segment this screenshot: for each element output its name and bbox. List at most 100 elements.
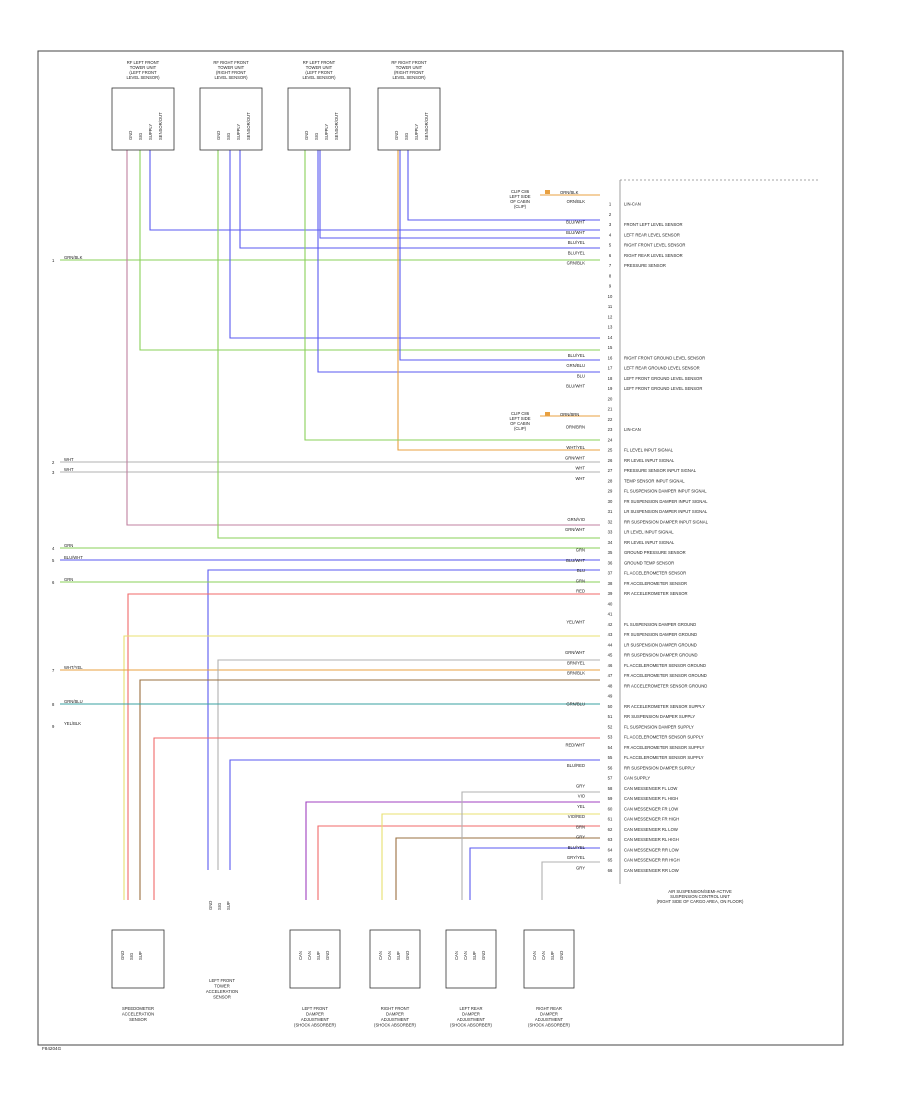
- pin-function: FR SUSPENSION DAMPER GROUND: [624, 632, 697, 637]
- sensor-box: [287, 87, 351, 151]
- stub-marker: 9: [52, 724, 55, 729]
- pin-number: 12: [608, 314, 613, 319]
- wire-color-label: VIO/RED: [568, 814, 585, 819]
- wire: [319, 150, 600, 239]
- pin-number: 23: [608, 427, 613, 432]
- device-pin: GND: [208, 901, 213, 910]
- wire: [317, 825, 600, 900]
- wire: [397, 150, 600, 451]
- device-pin: CAN: [541, 951, 546, 960]
- pin-number: 46: [608, 663, 613, 668]
- stub-marker: 6: [52, 580, 55, 585]
- sensor-pin: SENSOR/OUT: [246, 112, 251, 140]
- device-box: [445, 929, 497, 989]
- wire: [239, 150, 600, 249]
- device-box: [111, 929, 165, 989]
- pin-number: 49: [608, 694, 613, 699]
- wire-color-label: GRN/BLU: [566, 363, 585, 368]
- connector-wire: ORN/BLK: [560, 190, 579, 195]
- wire-color-label: BLU: [577, 373, 585, 378]
- pin-number: 13: [608, 325, 613, 330]
- pin-function: RR SUSPENSION DAMPER INPUT SIGNAL: [624, 519, 709, 524]
- sensor-pin: SENSOR/OUT: [334, 112, 339, 140]
- pin-number: 29: [608, 489, 613, 494]
- wire-color-label: WHT: [575, 466, 585, 471]
- pin-function: GROUND PRESSURE SENSOR: [624, 550, 686, 555]
- pin-number: 59: [608, 796, 613, 801]
- pin-number: 35: [608, 550, 613, 555]
- pin-function: CAN MESSENGER FR HIGH: [624, 817, 679, 822]
- device-pin: GND: [120, 951, 125, 960]
- pin-function: RR SUSPENSION DAMPER GROUND: [624, 653, 698, 658]
- sensor-pin: GND: [304, 131, 309, 140]
- device-box: [289, 929, 341, 989]
- wire: [304, 150, 600, 441]
- pin-number: 43: [608, 632, 613, 637]
- pin-number: 25: [608, 448, 613, 453]
- module-pin-row: 12: [608, 314, 613, 319]
- pin-function: LR SUSPENSION DAMPER INPUT SIGNAL: [624, 509, 708, 514]
- wire-color-label: GRN/WHT: [565, 650, 585, 655]
- pin-function: LEFT FRONT GROUND LEVEL SENSOR: [624, 376, 702, 381]
- wire-color-label: GRN/WHT: [565, 455, 585, 460]
- wire-color-label: BRN: [576, 824, 585, 829]
- module-pin-row: 22: [608, 417, 613, 422]
- device-box: [523, 929, 575, 989]
- wire-color-label: RED/WHT: [565, 742, 585, 747]
- device-pin: SUP: [396, 951, 401, 960]
- pin-number: 8: [609, 273, 612, 278]
- diagram-border: [37, 50, 844, 1046]
- pin-number: 52: [608, 724, 613, 729]
- sensor-pin: SUPPLY: [236, 124, 241, 140]
- pin-function: RR SUSPENSION DAMPER SUPPLY: [624, 714, 695, 719]
- pin-function: FL LEVEL INPUT SIGNAL: [624, 448, 674, 453]
- wire: [127, 593, 600, 900]
- pin-number: 18: [608, 376, 613, 381]
- stub-wire-label: GRN/BLU: [64, 699, 83, 704]
- pin-function: LEFT FRONT GROUND LEVEL SENSOR: [624, 386, 702, 391]
- stub-wire-label: WHT/YEL: [64, 665, 83, 670]
- pin-number: 30: [608, 499, 613, 504]
- device-pin: SIG: [129, 953, 134, 960]
- pin-function: CAN MESSENGER FR LOW: [624, 806, 678, 811]
- sensor-box: [111, 87, 175, 151]
- pin-function: RR ACCELEROMETER SENSOR SUPPLY: [624, 704, 705, 709]
- pin-number: 26: [608, 458, 613, 463]
- sensor-pin: SENSOR/OUT: [424, 112, 429, 140]
- pin-function: GROUND TEMP SENSOR: [624, 560, 674, 565]
- pin-number: 58: [608, 786, 613, 791]
- device-box: [369, 929, 421, 989]
- stub-wire-label: GRN: [64, 577, 73, 582]
- pin-number: 17: [608, 366, 613, 371]
- module-pin-row: 26 RR LEVEL INPUT SIGNAL GRN/WHT: [565, 455, 675, 462]
- wire: [139, 679, 600, 900]
- pin-number: 28: [608, 478, 613, 483]
- module-pin-row: 49: [608, 694, 613, 699]
- pin-function: RR LEVEL INPUT SIGNAL: [624, 458, 675, 463]
- pin-number: 40: [608, 601, 613, 606]
